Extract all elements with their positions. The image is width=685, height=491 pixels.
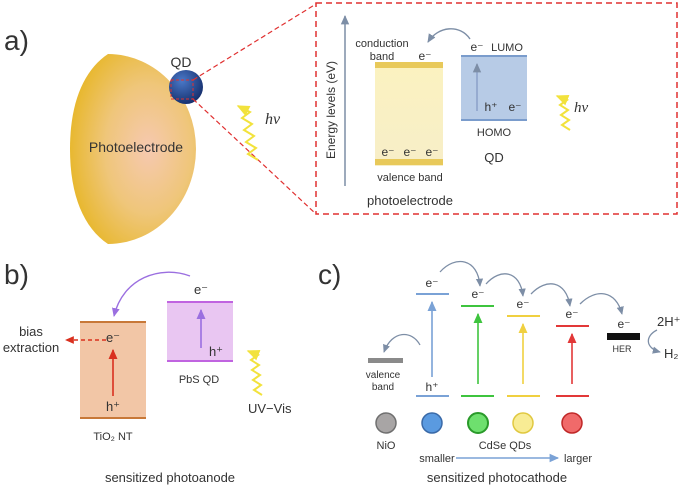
qd-electron: e⁻ bbox=[508, 100, 521, 114]
photoanode-caption: sensitized photoanode bbox=[105, 470, 235, 485]
nio-circle bbox=[375, 412, 397, 434]
lumo-label: LUMO bbox=[491, 42, 523, 54]
blue-electron: e⁻ bbox=[425, 276, 438, 290]
hole-transfer-arrow bbox=[383, 333, 421, 353]
bias-label-2: extraction bbox=[3, 340, 59, 355]
nio-label: NiO bbox=[377, 440, 396, 452]
two-h-plus: 2H⁺ bbox=[657, 314, 680, 329]
zoom-line-top bbox=[192, 3, 317, 81]
tio2-hole: h⁺ bbox=[106, 399, 120, 414]
qd-gap bbox=[461, 56, 527, 120]
photoelectrode-label: Photoelectrode bbox=[89, 139, 183, 155]
green-electron: e⁻ bbox=[471, 287, 484, 301]
cdse-label: CdSe QDs bbox=[479, 440, 532, 452]
panel-c-label: c) bbox=[318, 259, 341, 290]
electron-transfer-arrow bbox=[427, 28, 471, 43]
tio2-electron: e⁻ bbox=[106, 330, 120, 345]
lumo-electron: e⁻ bbox=[470, 40, 483, 54]
zoom-box bbox=[170, 79, 194, 100]
qd-hole: h⁺ bbox=[484, 100, 497, 114]
photocathode-caption: sensitized photocathode bbox=[427, 470, 567, 485]
her-label: HER bbox=[612, 344, 632, 354]
conduction-label-line2: band bbox=[370, 51, 394, 63]
blue-hole: h⁺ bbox=[425, 380, 438, 394]
valence-band-edge bbox=[375, 159, 443, 165]
valence-band-label: valence band bbox=[377, 172, 442, 184]
panel-b-label: b) bbox=[4, 259, 29, 290]
hv-wave-inset bbox=[555, 94, 571, 131]
qd-caption: QD bbox=[484, 150, 504, 165]
cascade-arrow-4 bbox=[579, 293, 624, 315]
energy-axis-label: Energy levels (eV) bbox=[324, 61, 338, 159]
hv-wave-a bbox=[236, 105, 259, 161]
nio-vb-label-2: band bbox=[372, 382, 394, 393]
h2-label: H₂ bbox=[664, 346, 678, 361]
her-level bbox=[607, 333, 640, 340]
zoom-line-bottom bbox=[192, 98, 317, 215]
uv-vis-label: UV−Vis bbox=[248, 401, 292, 416]
pbs-hole: h⁺ bbox=[209, 344, 223, 359]
homo-label: HOMO bbox=[477, 127, 512, 139]
nio-vb-label-1: valence bbox=[366, 370, 401, 381]
larger-label: larger bbox=[564, 453, 592, 465]
hv-label-a: hν bbox=[265, 111, 281, 128]
green-qd-circle bbox=[467, 412, 489, 434]
smaller-label: smaller bbox=[419, 453, 455, 465]
photoelectrode-gap bbox=[375, 66, 443, 166]
vb-electron-2: e⁻ bbox=[403, 145, 416, 159]
red-electron: e⁻ bbox=[565, 307, 578, 321]
hv-label-inset: hν bbox=[574, 100, 589, 116]
blue-qd-circle bbox=[421, 412, 443, 434]
cb-electron: e⁻ bbox=[418, 49, 431, 63]
her-reaction-arrow bbox=[647, 329, 661, 354]
tio2-label: TiO₂ NT bbox=[93, 431, 133, 443]
uv-vis-wave bbox=[246, 349, 263, 396]
yellow-qd-circle bbox=[512, 412, 534, 434]
bias-label-1: bias bbox=[19, 324, 43, 339]
vb-electron-3: e⁻ bbox=[425, 145, 438, 159]
vb-electron-1: e⁻ bbox=[381, 145, 394, 159]
photoelectrode-caption: photoelectrode bbox=[367, 193, 453, 208]
her-electron: e⁻ bbox=[617, 317, 630, 331]
cascade-arrow-2 bbox=[485, 273, 526, 297]
nio-valence-band bbox=[368, 358, 403, 363]
yellow-electron: e⁻ bbox=[516, 297, 529, 311]
photoelectrode-shape bbox=[70, 54, 196, 244]
pbs-label: PbS QD bbox=[179, 374, 219, 386]
cascade-arrow-3 bbox=[530, 283, 573, 307]
pbs-block bbox=[167, 302, 233, 361]
pbs-to-tio2-arrow bbox=[111, 271, 191, 317]
pbs-electron: e⁻ bbox=[194, 282, 208, 297]
conduction-label-line1: conduction bbox=[355, 38, 408, 50]
conduction-band-edge bbox=[375, 62, 443, 68]
panel-a-label: a) bbox=[4, 25, 29, 56]
red-qd-circle bbox=[561, 412, 583, 434]
qd-label: QD bbox=[171, 54, 192, 70]
cascade-arrow-1 bbox=[439, 260, 484, 287]
